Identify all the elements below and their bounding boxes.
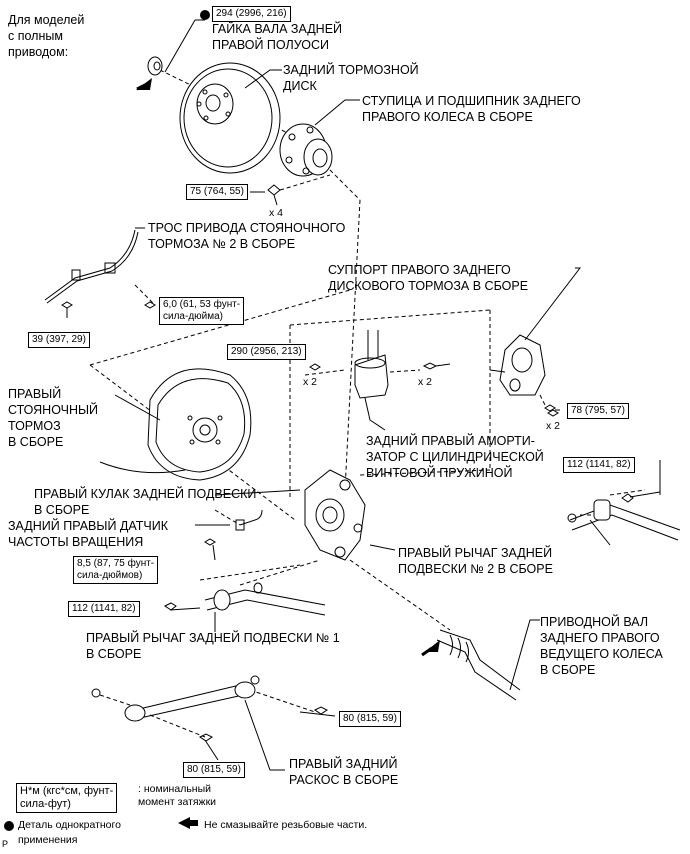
label-parking-brake: ПРАВЫЙ СТОЯНОЧНЫЙ ТОРМОЗ В СБОРЕ (8, 387, 99, 449)
torque-80-right: 80 (815, 59) (339, 711, 401, 727)
torque-78: 78 (795, 57) (567, 403, 629, 419)
qty-x2: x 2 (546, 420, 561, 432)
torque-112-right: 112 (1141, 82) (563, 457, 635, 473)
label-brake-disc: ЗАДНИЙ ТОРМОЗНОЙ ДИСК (283, 63, 419, 93)
label-axle-nut: ГАЙКА ВАЛА ЗАДНЕЙ ПРАВОЙ ПОЛУОСИ (212, 22, 343, 52)
label-drive-shaft: ПРИВОДНОЙ ВАЛ ЗАДНЕГО ПРАВОГО ВЕДУЩЕГО К… (540, 615, 663, 677)
qty-x2: x 2 (418, 376, 433, 388)
torque-80-left: 80 (815, 59) (183, 762, 245, 778)
corner-mark: P (2, 839, 9, 849)
legend-unit-desc: : номинальный момент затяжки (138, 783, 217, 808)
label-arm-no2: ПРАВЫЙ РЫЧАГ ЗАДНЕЙ ПОДВЕСКИ № 2 В СБОРЕ (398, 546, 553, 576)
torque-6-0: 6,0 (61, 53 фунт- сила-дюйма) (159, 297, 245, 325)
torque-39: 39 (397, 29) (28, 332, 90, 348)
legend-no-grease: Не смазывайте резьбовые части. (204, 819, 368, 831)
label-strut-rod: ПРАВЫЙ ЗАДНИЙ РАСКОС В СБОРЕ (289, 757, 399, 787)
legend-single-use: Деталь однократного применения (18, 819, 121, 846)
label-shock-absorber: ЗАДНИЙ ПРАВЫЙ АМОРТИ- ЗАТОР С ЦИЛИНДРИЧЕ… (366, 434, 544, 480)
torque-75: 75 (764, 55) (186, 184, 248, 200)
label-caliper: СУППОРТ ПРАВОГО ЗАДНЕГО ДИСКОВОГО ТОРМОЗ… (328, 263, 529, 293)
label-speed-sensor: ЗАДНИЙ ПРАВЫЙ ДАТЧИК ЧАСТОТЫ ВРАЩЕНИЯ (8, 519, 168, 549)
intro-line: с полным (8, 29, 63, 43)
torque-112-left: 112 (1141, 82) (68, 601, 140, 617)
torque-290: 290 (2956, 213) (227, 344, 306, 360)
label-knuckle: ПРАВЫЙ КУЛАК ЗАДНЕЙ ПОДВЕСКИ В СБОРЕ (34, 487, 257, 517)
intro-text: Для моделей с полным приводом: (8, 12, 84, 60)
torque-8-5: 8,5 (87, 75 фунт- сила-дюймов) (73, 556, 159, 584)
qty-x4: x 4 (269, 207, 284, 219)
intro-line: Для моделей (8, 13, 85, 27)
label-parking-cable: ТРОС ПРИВОДА СТОЯНОЧНОГО ТОРМОЗА № 2 В С… (148, 221, 346, 251)
qty-x2: x 2 (303, 376, 318, 388)
label-hub-bearing: СТУПИЦА И ПОДШИПНИК ЗАДНЕГО ПРАВОГО КОЛЕ… (362, 94, 581, 124)
intro-line: приводом: (8, 45, 69, 59)
label-arm-no1: ПРАВЫЙ РЫЧАГ ЗАДНЕЙ ПОДВЕСКИ № 1 В СБОРЕ (86, 631, 340, 661)
legend-unit-box: Н*м (кгс*см, фунт- сила-фут) (16, 783, 118, 813)
torque-294: 294 (2996, 216) (212, 6, 291, 22)
